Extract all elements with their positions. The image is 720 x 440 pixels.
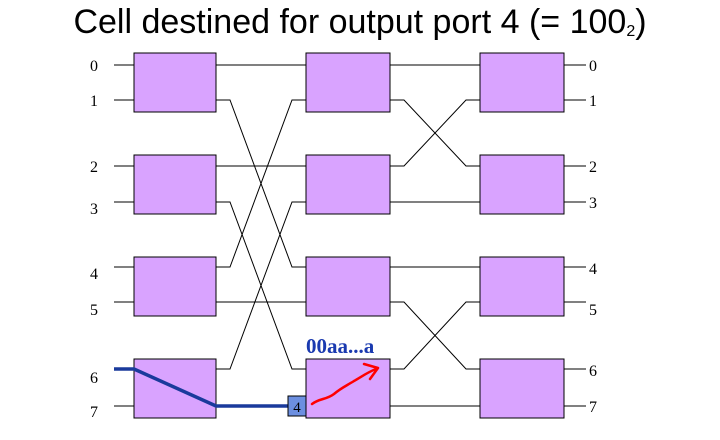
output-port-label: 1 <box>589 93 597 110</box>
port-stubs <box>114 64 586 407</box>
input-port-label: 2 <box>90 159 98 176</box>
switch-elements <box>133 52 565 419</box>
cell-route-path <box>114 367 290 408</box>
switch-s3-1 <box>479 154 565 215</box>
input-port-label: 1 <box>90 93 98 110</box>
switch-s3-0 <box>479 52 565 113</box>
switch-s2-0 <box>305 52 391 113</box>
input-port-label: 6 <box>90 370 98 387</box>
switch-s1-0 <box>133 52 217 113</box>
wire-s2-2 <box>390 99 480 167</box>
wire-s1-6 <box>216 201 306 370</box>
output-port-label: 3 <box>589 195 597 212</box>
switch-s1-1 <box>133 154 217 215</box>
input-port-label: 0 <box>90 58 98 75</box>
switch-s2-2 <box>305 256 391 317</box>
input-port-label: 7 <box>90 404 98 421</box>
output-port-label: 4 <box>589 261 597 278</box>
title-base-subscript: 2 <box>626 23 636 40</box>
cell-tag: 4 <box>293 400 301 416</box>
title-close: ) <box>635 3 647 41</box>
wire-s1-4 <box>216 99 306 268</box>
cell-marker <box>287 395 307 417</box>
switch-s1-2 <box>133 256 217 317</box>
output-port-label: 5 <box>589 302 597 319</box>
output-port-labels: 0 1 2 3 4 5 6 7 <box>589 58 597 416</box>
input-port-label: 5 <box>90 302 98 319</box>
switch-s2-1 <box>305 154 391 215</box>
routing-arrow <box>310 362 380 406</box>
wire-s2-6 <box>390 301 480 370</box>
input-port-labels: 0 1 2 3 4 5 6 7 <box>90 58 98 421</box>
interconnect-wires <box>216 64 480 407</box>
slide-title: Cell destined for output port 4 (= 1002) <box>0 0 720 56</box>
switch-s3-3 <box>479 358 565 419</box>
output-port-label: 0 <box>589 58 597 75</box>
input-port-label: 4 <box>90 266 98 283</box>
output-port-label: 6 <box>589 363 597 380</box>
switch-s3-2 <box>479 256 565 317</box>
title-text: Cell destined for output port 4 (= 100 <box>73 3 627 41</box>
routing-label: 00aa...a <box>306 334 375 358</box>
output-port-label: 2 <box>589 159 597 176</box>
output-port-label: 7 <box>589 399 597 416</box>
input-port-label: 3 <box>90 201 98 218</box>
